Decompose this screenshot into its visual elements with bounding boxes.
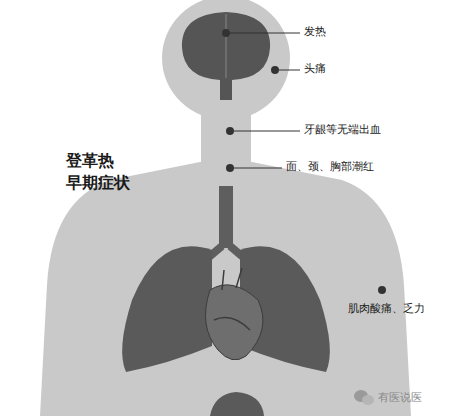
left-lung <box>122 246 212 372</box>
symptom-dots <box>222 29 386 294</box>
leader-lines <box>230 33 300 168</box>
watermark: 有医说医 <box>378 391 422 404</box>
symptom-label: 发热 <box>304 25 326 38</box>
symptom-label: 牙龈等无端出血 <box>304 123 381 136</box>
head-silhouette <box>162 0 290 120</box>
torso-silhouette <box>40 162 411 416</box>
diagram-title: 登革热 早期症状 <box>66 150 135 193</box>
symptom-label: 肌肉酸痛、乏力 <box>348 302 425 315</box>
trachea <box>219 186 233 248</box>
stomach <box>210 392 264 416</box>
heart <box>206 285 263 360</box>
symptom-label: 面、颈、胸部潮红 <box>286 160 374 173</box>
brain <box>182 12 270 100</box>
symptom-label: 头痛 <box>304 62 326 75</box>
neck-silhouette <box>201 105 251 170</box>
brain-fissure <box>225 14 227 78</box>
heart-vessels <box>214 268 250 330</box>
watermark-icon <box>354 390 374 405</box>
